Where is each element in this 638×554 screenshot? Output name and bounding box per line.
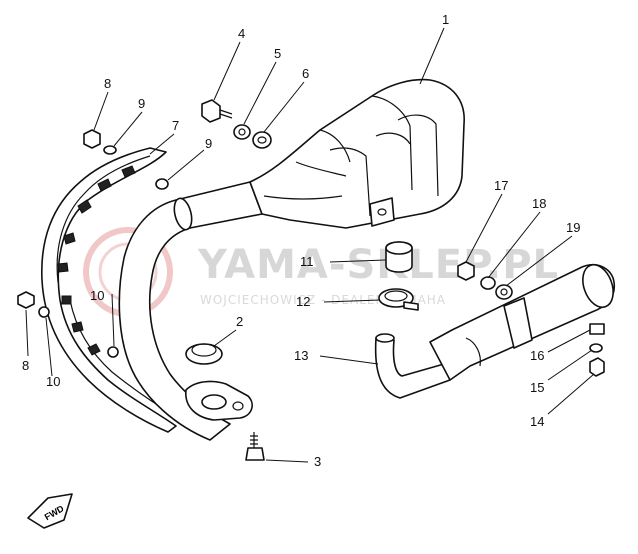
callout-18: 18 <box>532 196 546 211</box>
callout-5: 5 <box>274 46 281 61</box>
callout-numbers: 1 4 5 6 8 9 7 9 2 3 10 8 10 11 12 13 17 … <box>22 12 580 469</box>
callout-9-mid: 9 <box>205 136 212 151</box>
leader-lines <box>25 27 595 463</box>
callout-11: 11 <box>300 254 314 269</box>
washer-9-upper <box>103 145 117 155</box>
callout-10-lower: 10 <box>46 374 60 389</box>
connecting-pipe <box>374 333 451 399</box>
grommet-19 <box>495 284 513 300</box>
forward-direction-arrow: FWD <box>27 493 73 529</box>
washer-15 <box>589 343 603 353</box>
callout-8-lower: 8 <box>22 358 29 373</box>
fasteners-top <box>201 99 272 149</box>
collar-16 <box>589 323 605 335</box>
callout-2: 2 <box>236 314 243 329</box>
washer-18 <box>480 276 496 290</box>
fasteners-right <box>457 261 605 377</box>
callout-1: 1 <box>442 12 449 27</box>
nut-8-upper <box>83 129 101 149</box>
washer-10-inner <box>107 346 119 358</box>
callout-15: 15 <box>530 380 544 395</box>
callout-8-upper: 8 <box>104 76 111 91</box>
exhaust-header-pipe <box>118 181 263 441</box>
callout-6: 6 <box>302 66 309 81</box>
callout-19: 19 <box>566 220 580 235</box>
callout-17: 17 <box>494 178 508 193</box>
callout-10-inner: 10 <box>90 288 104 303</box>
callout-9-upper: 9 <box>138 96 145 111</box>
exhaust-gasket <box>185 343 223 365</box>
exhaust-flange <box>185 380 253 421</box>
fasteners-left <box>17 129 169 358</box>
main-muffler <box>249 78 465 229</box>
callout-16: 16 <box>530 348 544 363</box>
bolt-17 <box>457 261 475 281</box>
nut-8-lower <box>17 291 35 309</box>
callout-4: 4 <box>238 26 245 41</box>
rubber-grommet <box>385 241 413 273</box>
heat-shield-guard <box>41 147 177 433</box>
callout-3: 3 <box>314 454 321 469</box>
callout-7: 7 <box>172 118 179 133</box>
pipe-clamp <box>378 288 419 311</box>
washer-10-lower <box>38 306 50 318</box>
grommet-6 <box>252 131 272 149</box>
watermark-main-text: YAMA-SKLEP.PL <box>197 242 559 288</box>
callout-14: 14 <box>530 414 544 429</box>
flange-bolt <box>245 432 265 461</box>
bolt-14 <box>589 357 605 377</box>
washer-9-mid <box>155 178 169 190</box>
callout-12: 12 <box>296 294 310 309</box>
callout-13: 13 <box>294 348 308 363</box>
bolt-4 <box>201 99 221 123</box>
washer-5 <box>233 124 251 140</box>
rear-silencer <box>429 263 616 381</box>
